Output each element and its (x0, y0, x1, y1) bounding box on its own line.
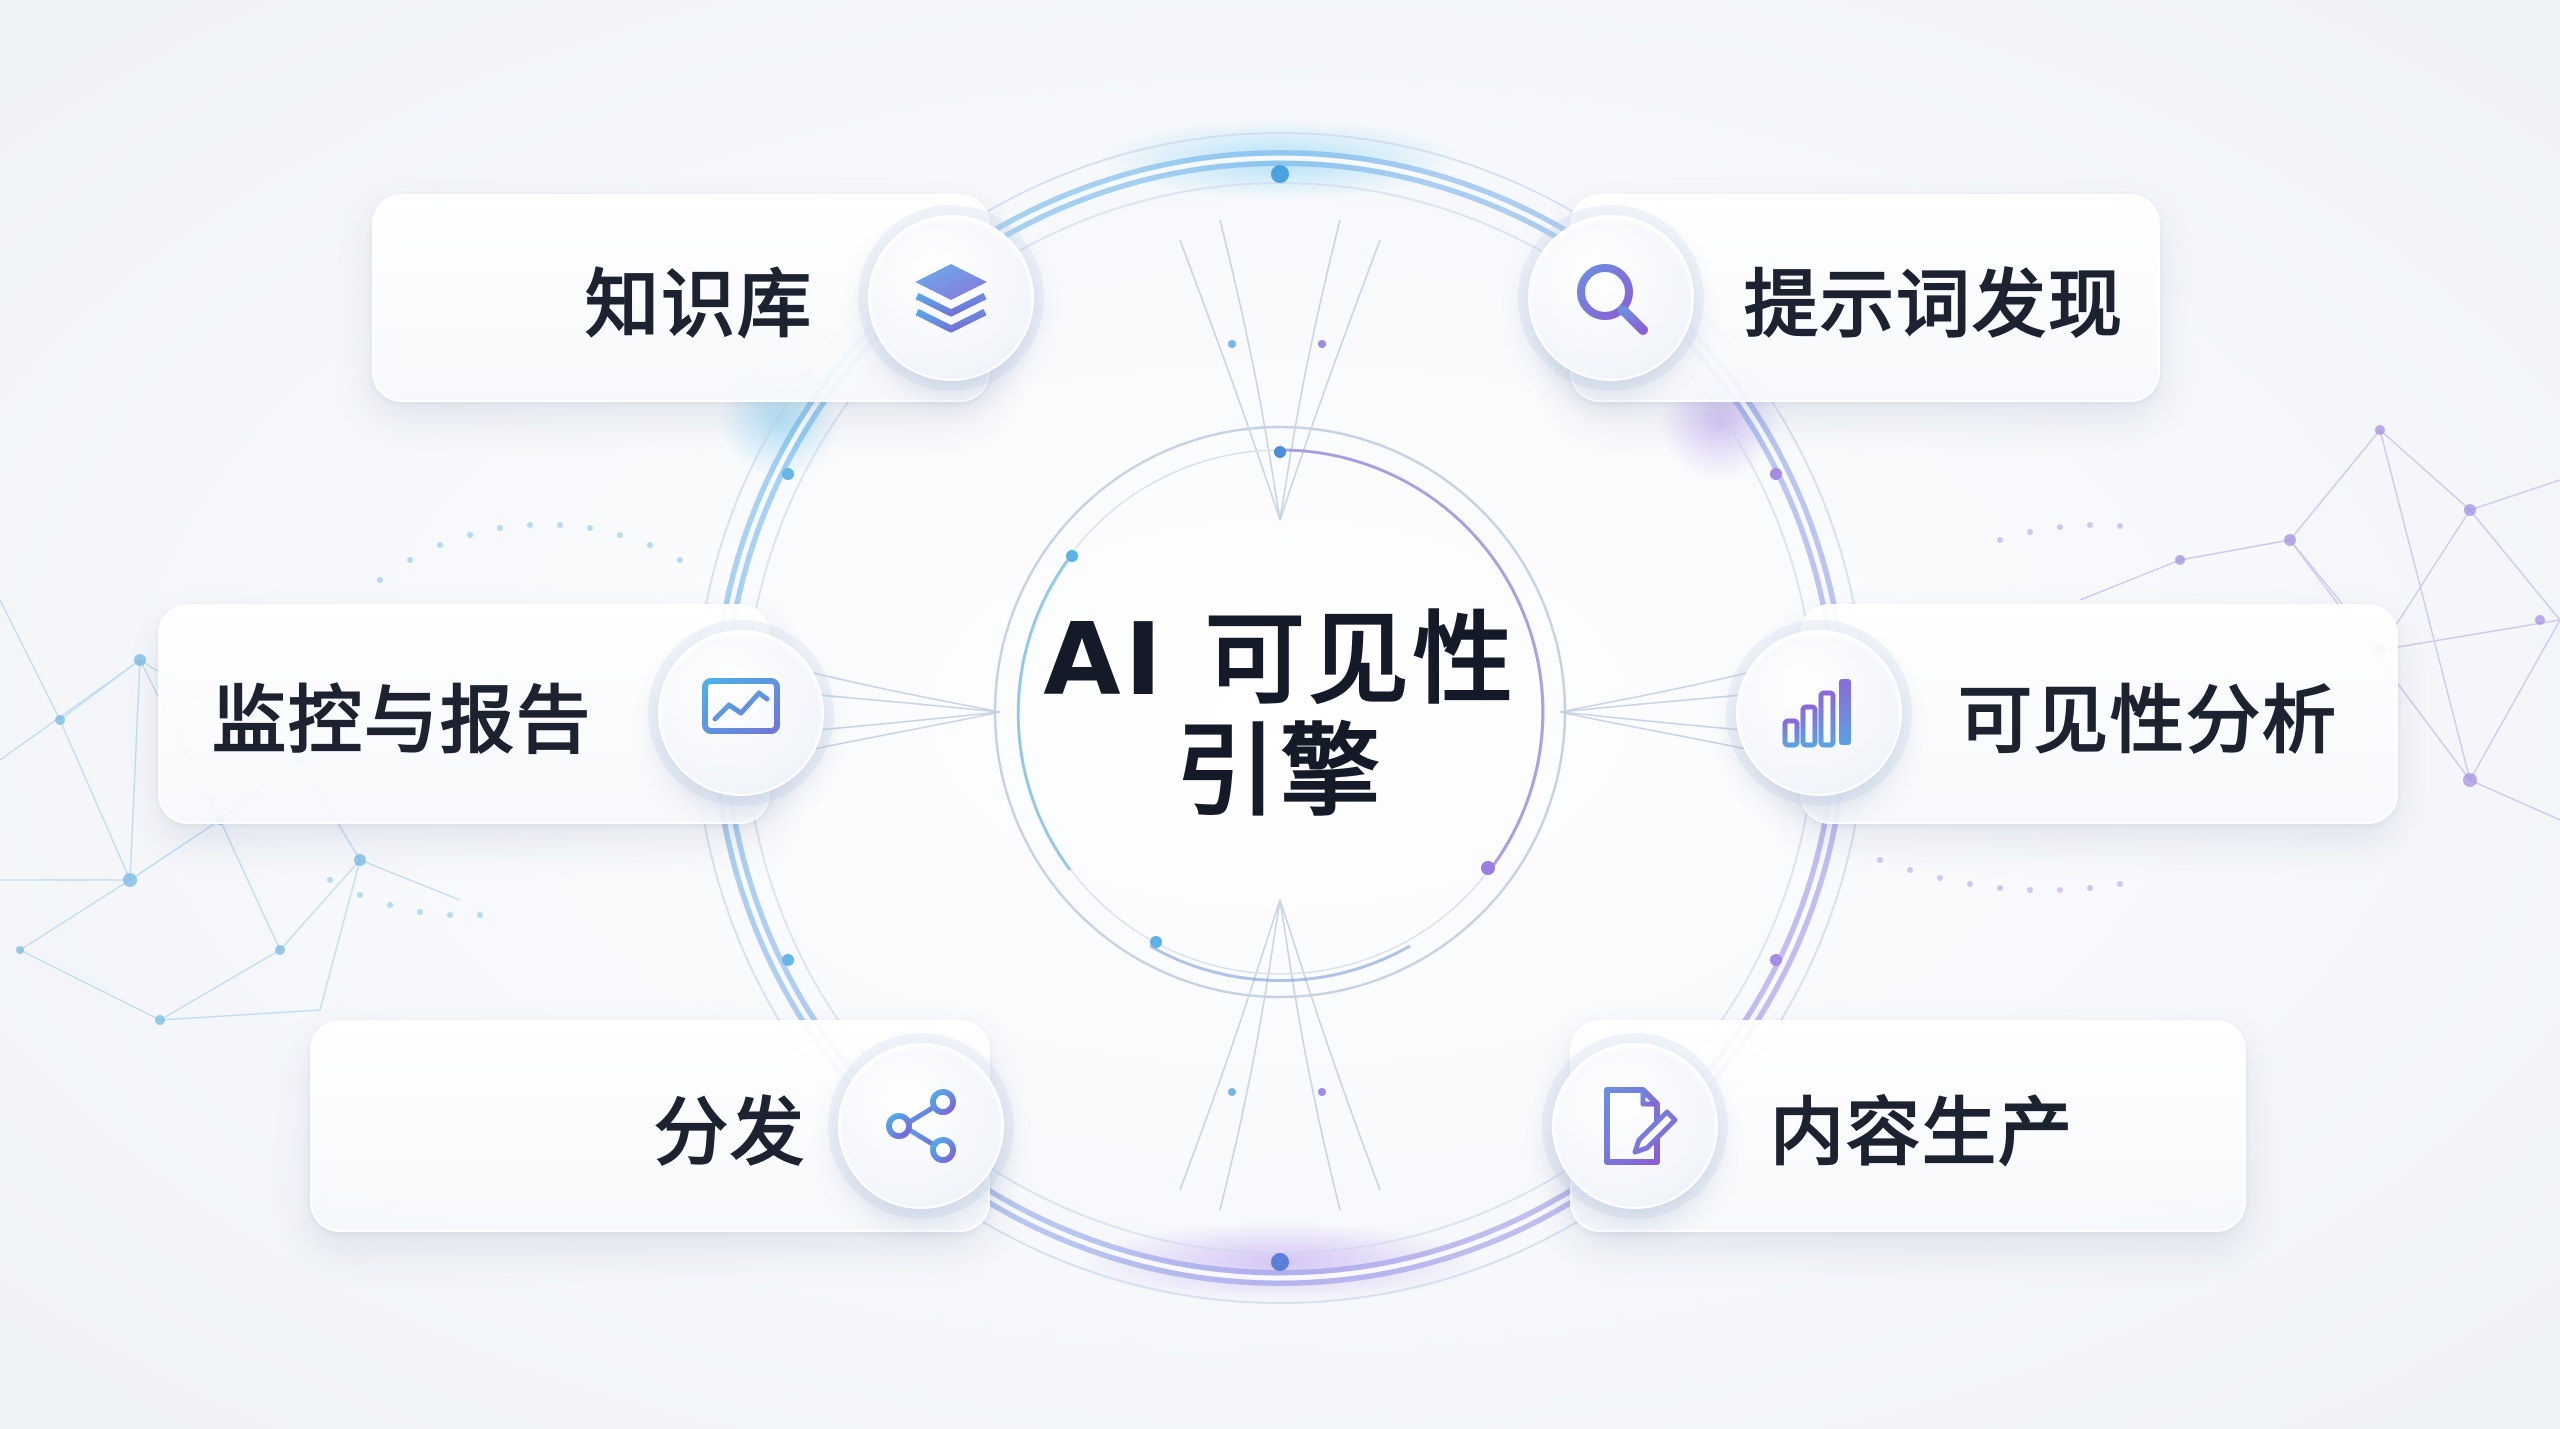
dot-wave-right (1877, 522, 2123, 893)
module-icon-bubble-monitoring-reporting[interactable] (658, 630, 824, 796)
module-icon-bubble-prompt-discovery[interactable] (1528, 215, 1694, 381)
network-right-nodes (2175, 425, 2545, 787)
module-label-distribution: 分发 (654, 1089, 806, 1176)
bar-chart-icon (1782, 679, 1851, 748)
module-icon-bubble-knowledge-base[interactable] (868, 215, 1034, 381)
layers-icon (915, 264, 987, 333)
center-hub: AI 可见性 引擎 (1000, 436, 1560, 996)
module-label-monitoring-reporting: 监控与报告 (212, 677, 592, 764)
module-label-visibility-analysis: 可见性分析 (1958, 677, 2338, 764)
module-label-knowledge-base: 知识库 (585, 261, 813, 348)
module-icon-bubble-distribution[interactable] (838, 1043, 1004, 1209)
search-icon (1577, 264, 1648, 335)
module-icon-bubble-content-production[interactable] (1552, 1043, 1718, 1209)
center-title-line2: 引擎 (1176, 713, 1384, 830)
center-title-line1: AI 可见性 (1043, 601, 1517, 718)
ring-nodes (782, 165, 1782, 1271)
document-edit-icon (1604, 1087, 1678, 1165)
dot-wave-left (327, 522, 683, 918)
module-icon-bubble-visibility-analysis[interactable] (1736, 630, 1902, 796)
module-label-content-production: 内容生产 (1770, 1089, 2074, 1176)
module-label-prompt-discovery: 提示词发现 (1744, 261, 2124, 348)
monitor-chart-icon (702, 678, 780, 748)
share-icon (886, 1089, 956, 1163)
inner-ring (993, 425, 1567, 999)
